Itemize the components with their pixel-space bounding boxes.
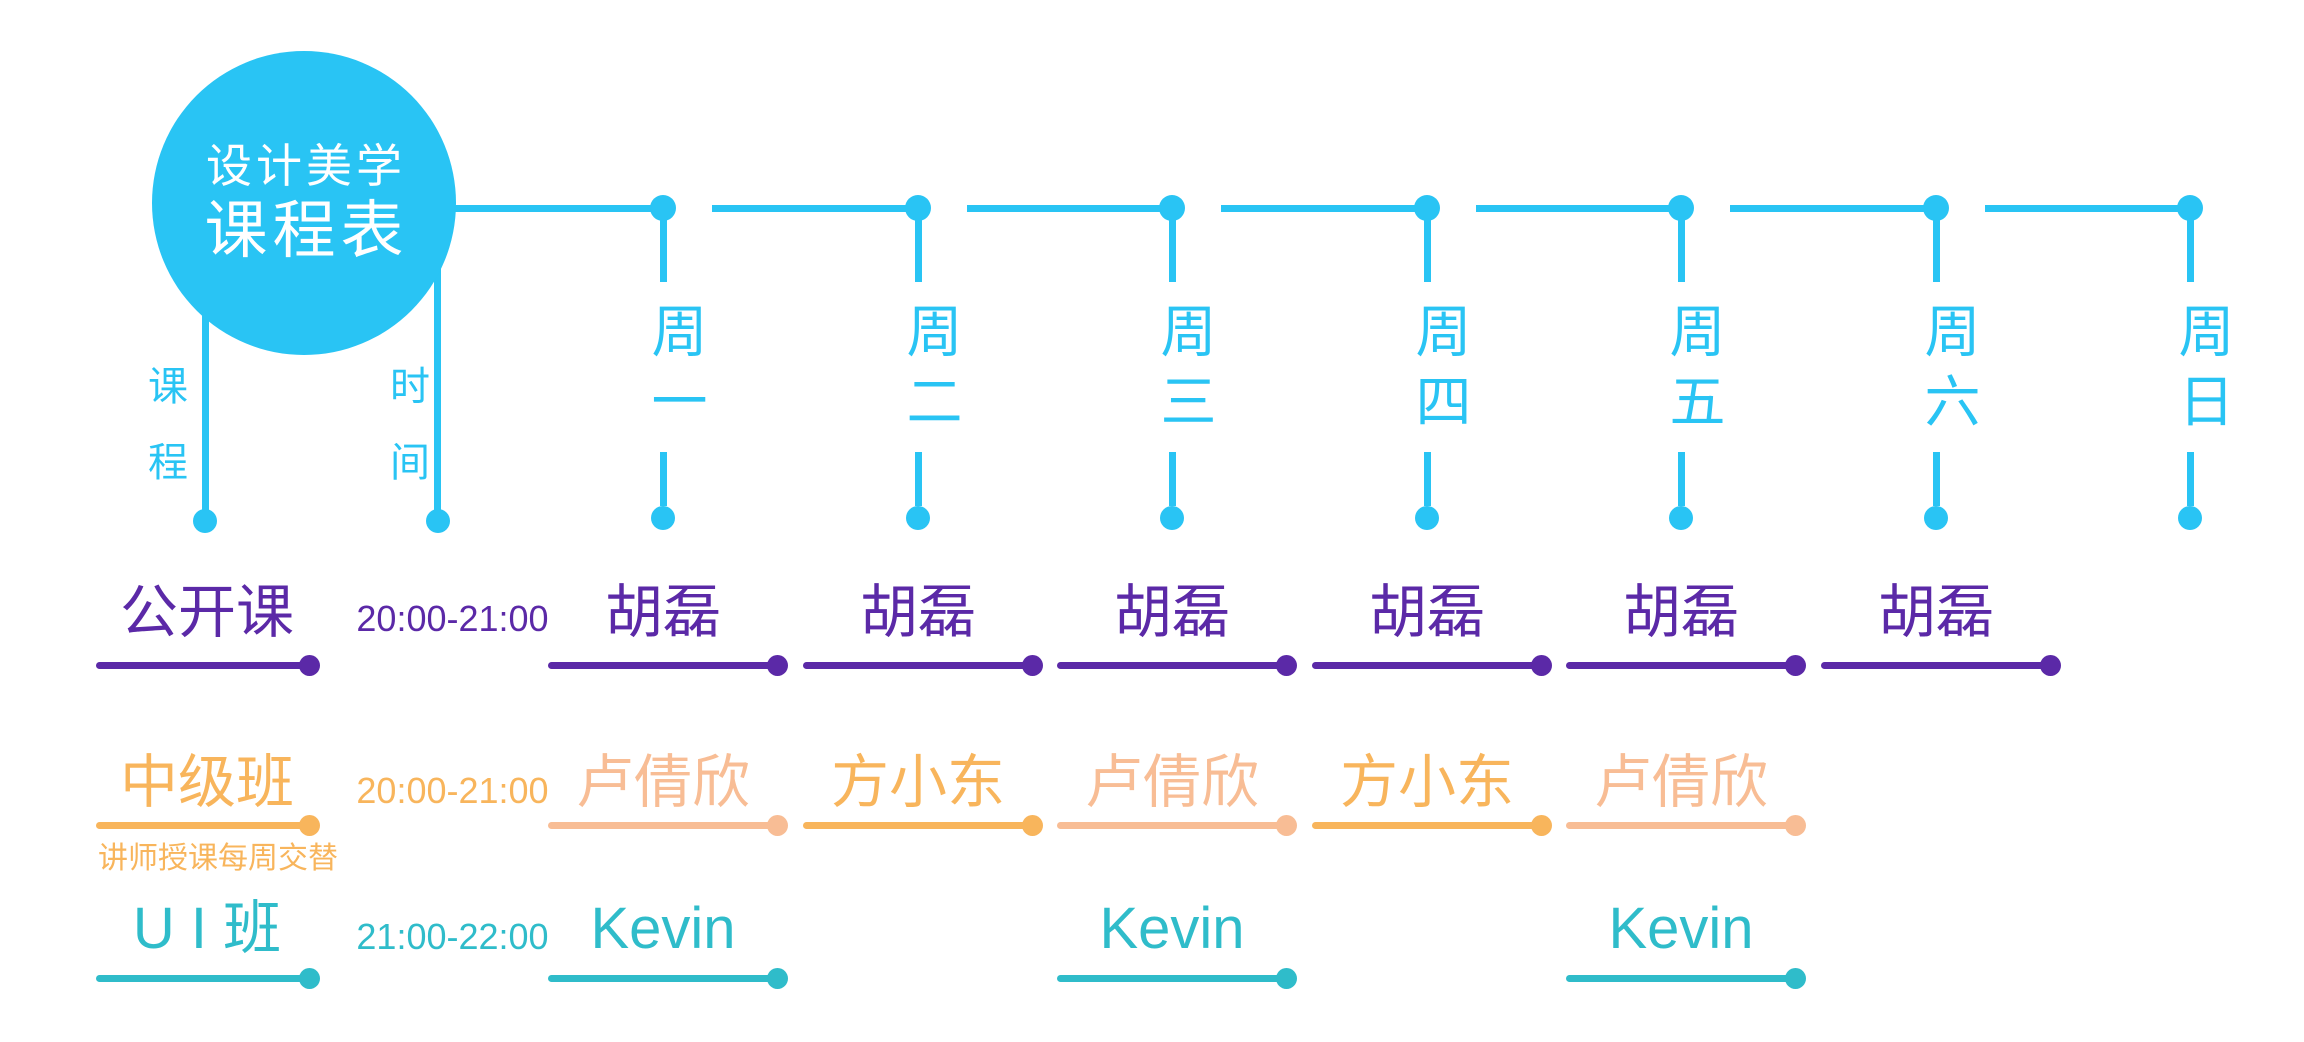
entry-teacher-name: 卢倩欣: [1084, 750, 1259, 815]
entry-teacher-name: 方小东: [830, 750, 1005, 815]
schedule-entry: Kevin: [1045, 896, 1299, 989]
day-bottom-stub: [1678, 452, 1685, 506]
entry-underline: [1566, 968, 1806, 989]
day-top-stub: [660, 216, 667, 282]
schedule-entry: Kevin: [536, 896, 790, 989]
day-bottom-dot: [1160, 506, 1184, 530]
timeline-segment: [712, 205, 918, 212]
day-bottom-stub: [660, 452, 667, 506]
course-axis-label: 课程: [142, 365, 186, 517]
day-bottom-dot: [1924, 506, 1948, 530]
day-top-stub: [1424, 216, 1431, 282]
schedule-entry: 胡磊: [536, 580, 790, 676]
schedule-entry: 胡磊: [1045, 580, 1299, 676]
row-time-open-class: 20:00-21:00: [356, 598, 549, 639]
day-top-stub: [1169, 216, 1176, 282]
day-top-stub: [2187, 216, 2194, 282]
entry-underline: [1057, 968, 1297, 989]
day-bottom-stub: [1424, 452, 1431, 506]
day-bottom-stub: [2187, 452, 2194, 506]
day-top-stub: [915, 216, 922, 282]
schedule-entry: 卢倩欣: [1045, 750, 1299, 836]
course-axis-line: [202, 298, 209, 512]
entry-teacher-name: Kevin: [1099, 896, 1245, 961]
schedule-entry: Kevin: [1554, 896, 1808, 989]
day-bottom-stub: [915, 452, 922, 506]
day-bottom-dot: [2178, 506, 2202, 530]
poster-title-line2: 课程表: [204, 196, 409, 266]
schedule-entry: 方小东: [791, 750, 1045, 836]
schedule-entry: 胡磊: [1300, 580, 1554, 676]
entry-teacher-name: 胡磊: [1622, 580, 1739, 645]
day-bottom-stub: [1933, 452, 1940, 506]
day-label: 周四: [1408, 302, 1471, 442]
entry-teacher-name: 卢倩欣: [1593, 750, 1768, 815]
timeline-segment: [1221, 205, 1427, 212]
entry-teacher-name: 卢倩欣: [575, 750, 750, 815]
day-label: 周三: [1153, 302, 1216, 442]
day-top-stub: [1933, 216, 1940, 282]
entry-teacher-name: 方小东: [1339, 750, 1514, 815]
day-top-stub: [1678, 216, 1685, 282]
entry-underline: [1057, 655, 1297, 676]
schedule-entry: 卢倩欣: [536, 750, 790, 836]
row-name: U I 班: [132, 896, 282, 961]
entry-teacher-name: Kevin: [1608, 896, 1754, 961]
schedule-entry: 卢倩欣: [1554, 750, 1808, 836]
entry-teacher-name: 胡磊: [1368, 580, 1485, 645]
day-bottom-dot: [1415, 506, 1439, 530]
row-time-ui-class: 21:00-22:00: [356, 916, 549, 957]
row-name: 公开课: [119, 580, 294, 645]
schedule-entry: 胡磊: [1809, 580, 2063, 676]
entry-underline: [1821, 655, 2061, 676]
entry-underline: [803, 815, 1043, 836]
day-label: 周六: [1917, 302, 1980, 442]
course-axis-dot: [193, 509, 217, 533]
entry-teacher-name: 胡磊: [1113, 580, 1230, 645]
timeline-segment: [450, 205, 663, 212]
timeline-segment: [1985, 205, 2190, 212]
day-label: 周五: [1662, 302, 1725, 442]
time-axis-dot: [426, 509, 450, 533]
entry-underline: [1057, 815, 1297, 836]
entry-underline: [548, 655, 788, 676]
time-axis-line: [434, 260, 441, 512]
entry-teacher-name: Kevin: [590, 896, 736, 961]
timeline-segment: [1730, 205, 1936, 212]
entry-teacher-name: 胡磊: [1877, 580, 1994, 645]
day-label: 周一: [644, 302, 707, 442]
row-label-ui-class: U I 班: [75, 896, 339, 989]
day-bottom-dot: [1669, 506, 1693, 530]
day-bottom-dot: [651, 506, 675, 530]
row-label-intermediate-class: 中级班: [75, 750, 339, 836]
row-subtitle-alternating-note: 讲师授课每周交替: [98, 842, 338, 875]
day-bottom-stub: [1169, 452, 1176, 506]
schedule-entry: 胡磊: [791, 580, 1045, 676]
day-label: 周日: [2171, 302, 2234, 442]
entry-underline: [1312, 655, 1552, 676]
entry-underline: [803, 655, 1043, 676]
schedule-entry: 方小东: [1300, 750, 1554, 836]
title-circle: 设计美学 课程表: [152, 51, 456, 355]
entry-underline: [1566, 655, 1806, 676]
row-name: 中级班: [119, 750, 294, 815]
row-underline: [96, 968, 320, 989]
day-bottom-dot: [906, 506, 930, 530]
entry-underline: [1566, 815, 1806, 836]
row-label-open-class: 公开课: [75, 580, 339, 676]
entry-underline: [548, 815, 788, 836]
entry-teacher-name: 胡磊: [604, 580, 721, 645]
schedule-entry: 胡磊: [1554, 580, 1808, 676]
entry-underline: [1312, 815, 1552, 836]
time-axis-label: 时间: [384, 365, 428, 517]
poster-title-line1: 设计美学: [206, 140, 406, 192]
row-time-intermediate-class: 20:00-21:00: [356, 770, 549, 811]
entry-teacher-name: 胡磊: [859, 580, 976, 645]
timeline-segment: [967, 205, 1172, 212]
day-label: 周二: [899, 302, 962, 442]
timeline-segment: [1476, 205, 1681, 212]
row-underline: [96, 655, 320, 676]
entry-underline: [548, 968, 788, 989]
row-underline: [96, 815, 320, 836]
